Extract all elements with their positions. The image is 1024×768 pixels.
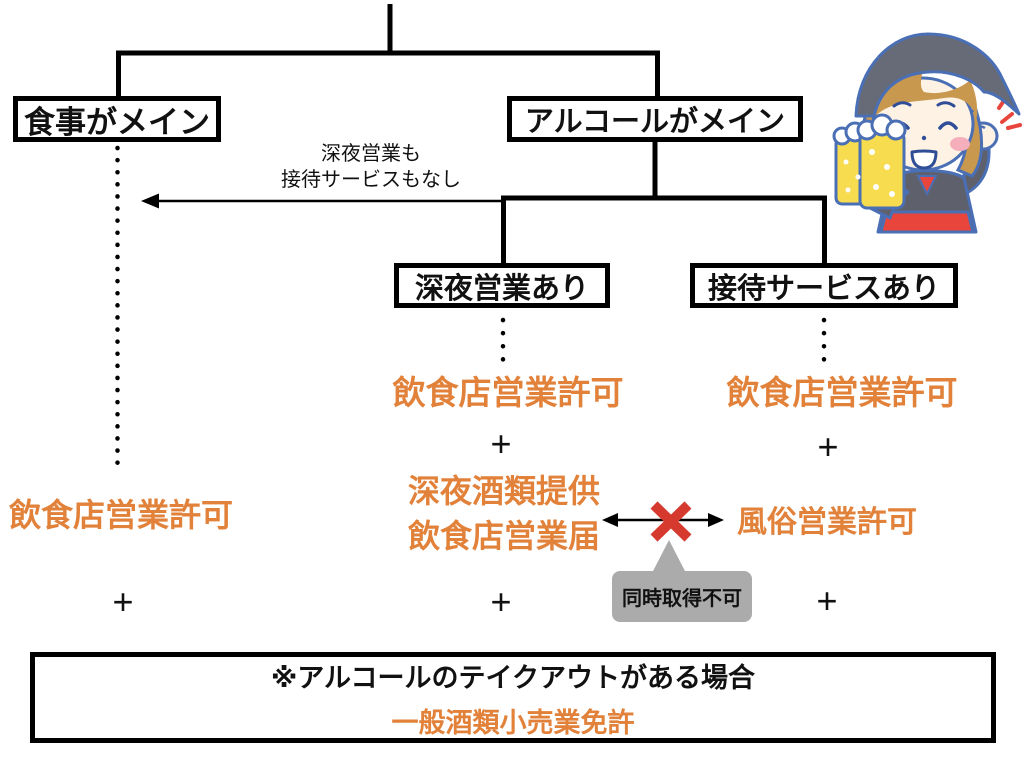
adult-entertainment-permit: 風俗営業許可 (737, 506, 917, 539)
bandana (854, 32, 1021, 118)
late-night-alcohol-line2: 飲食店営業届 (407, 518, 601, 554)
plus-sign-mid-lower: + (490, 581, 512, 622)
restaurant-permit-mid: 飲食店営業許可 (392, 374, 624, 411)
plus-sign-mid-upper: + (490, 423, 512, 464)
plus-sign-right-upper: + (817, 426, 839, 467)
conflict-bubble-tail (652, 540, 686, 573)
bypass-note: 深夜営業も 接待サービスもなし (281, 141, 461, 193)
restaurant-permit-right: 飲食店営業許可 (726, 374, 958, 411)
dotted-connectors (115, 145, 827, 469)
red-x-icon (650, 501, 692, 542)
node-alcohol-main: アルコールがメイン (507, 96, 803, 142)
plus-sign-right-lower: + (816, 580, 838, 621)
restaurant-permit-left: 飲食店営業許可 (8, 497, 234, 533)
footer-license: 一般酒類小売業免許 (391, 707, 635, 738)
node-meal-main: 食事がメイン (13, 96, 221, 142)
bypass-note-line1: 深夜営業も (321, 143, 421, 165)
beer-bubbles (843, 149, 895, 197)
late-night-alcohol-line1: 深夜酒類提供 (407, 473, 601, 509)
alcohol-takeout-footer: ※アルコールのテイクアウトがある場合 一般酒類小売業免許 (30, 652, 996, 743)
beer-waitress-illustration (832, 32, 1022, 234)
bypass-note-line2: 接待サービスもなし (281, 169, 461, 191)
bypass-arrow (141, 193, 503, 209)
node-entertainment-service: 接待サービスあり (690, 263, 958, 308)
footer-condition: ※アルコールのテイクアウトがある場合 (271, 662, 755, 693)
top-tree-connector (116, 4, 660, 97)
alcohol-subtree-connector (501, 141, 827, 263)
conflict-bubble: 同時取得不可 (612, 571, 752, 622)
plus-sign-left: + (112, 581, 134, 622)
mouth (910, 149, 938, 170)
red-apron (879, 210, 975, 234)
late-night-alcohol-notification: 深夜酒類提供 飲食店営業届 (408, 469, 600, 559)
node-late-night-open: 深夜営業あり (394, 263, 610, 308)
